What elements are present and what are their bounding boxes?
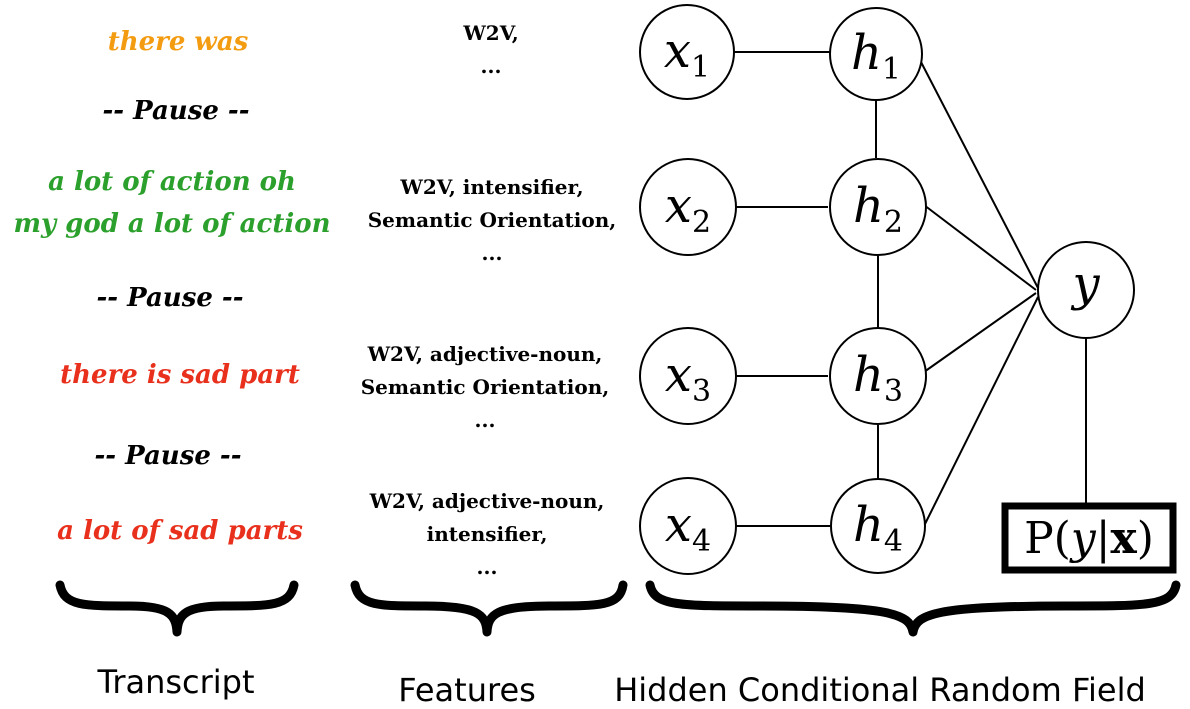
h-node: h3 — [829, 327, 927, 425]
x-node: x1 — [639, 4, 735, 100]
svg-text:x1: x1 — [664, 23, 710, 85]
x-node: x4 — [639, 477, 737, 575]
x-node: x3 — [639, 327, 737, 425]
svg-text:h3: h3 — [853, 347, 903, 409]
pause-label: -- Pause -- — [94, 441, 241, 471]
svg-text:x2: x2 — [665, 178, 711, 240]
edge-h3-y — [923, 292, 1037, 373]
feature-group: W2V, intensifier,Semantic Orientation,..… — [368, 175, 617, 265]
svg-text:h4: h4 — [853, 497, 903, 559]
h-node: h4 — [830, 478, 926, 574]
x-node: x2 — [639, 158, 737, 256]
svg-text:y: y — [1070, 256, 1100, 312]
h-node: h2 — [829, 158, 927, 256]
transcript-segment: there is sad part — [60, 360, 300, 390]
hcrf-brace — [645, 580, 1181, 637]
hcrf-edges — [734, 51, 1087, 531]
pause-label: -- Pause -- — [96, 283, 243, 313]
h-nodes: h1 h2 h3 h4 — [829, 7, 927, 574]
output-probability-label: P(y|x) — [1024, 513, 1154, 564]
features-brace — [350, 580, 628, 637]
features-column: W2V,... W2V, intensifier,Semantic Orient… — [361, 21, 617, 579]
svg-text:h2: h2 — [853, 178, 903, 240]
pause-label: -- Pause -- — [102, 96, 249, 126]
svg-text:h1: h1 — [851, 25, 901, 87]
h-node: h1 — [829, 7, 923, 101]
edge-h2-y — [923, 204, 1037, 291]
x-nodes: x1 x2 x3 x4 — [639, 4, 737, 575]
transcript-segment: there was — [108, 27, 249, 57]
transcript-brace — [55, 580, 299, 637]
svg-text:x3: x3 — [665, 347, 711, 409]
feature-group: W2V, adjective-noun,intensifier,... — [369, 489, 605, 579]
feature-group: W2V,... — [462, 21, 518, 78]
features-caption: Features — [398, 671, 536, 709]
svg-text:x4: x4 — [665, 497, 711, 559]
transcript-segment: a lot of sad parts — [57, 516, 303, 546]
transcript-caption: Transcript — [96, 663, 254, 701]
feature-group: W2V, adjective-noun,Semantic Orientation… — [361, 342, 610, 432]
transcript-column: there was -- Pause -- a lot of action oh… — [14, 27, 331, 546]
hcrf-caption: Hidden Conditional Random Field — [614, 671, 1146, 709]
y-node: y — [1037, 241, 1135, 339]
output-probability-box: P(y|x) — [1001, 502, 1177, 574]
edge-h1-y — [920, 61, 1039, 289]
edge-h4-y — [921, 296, 1039, 531]
